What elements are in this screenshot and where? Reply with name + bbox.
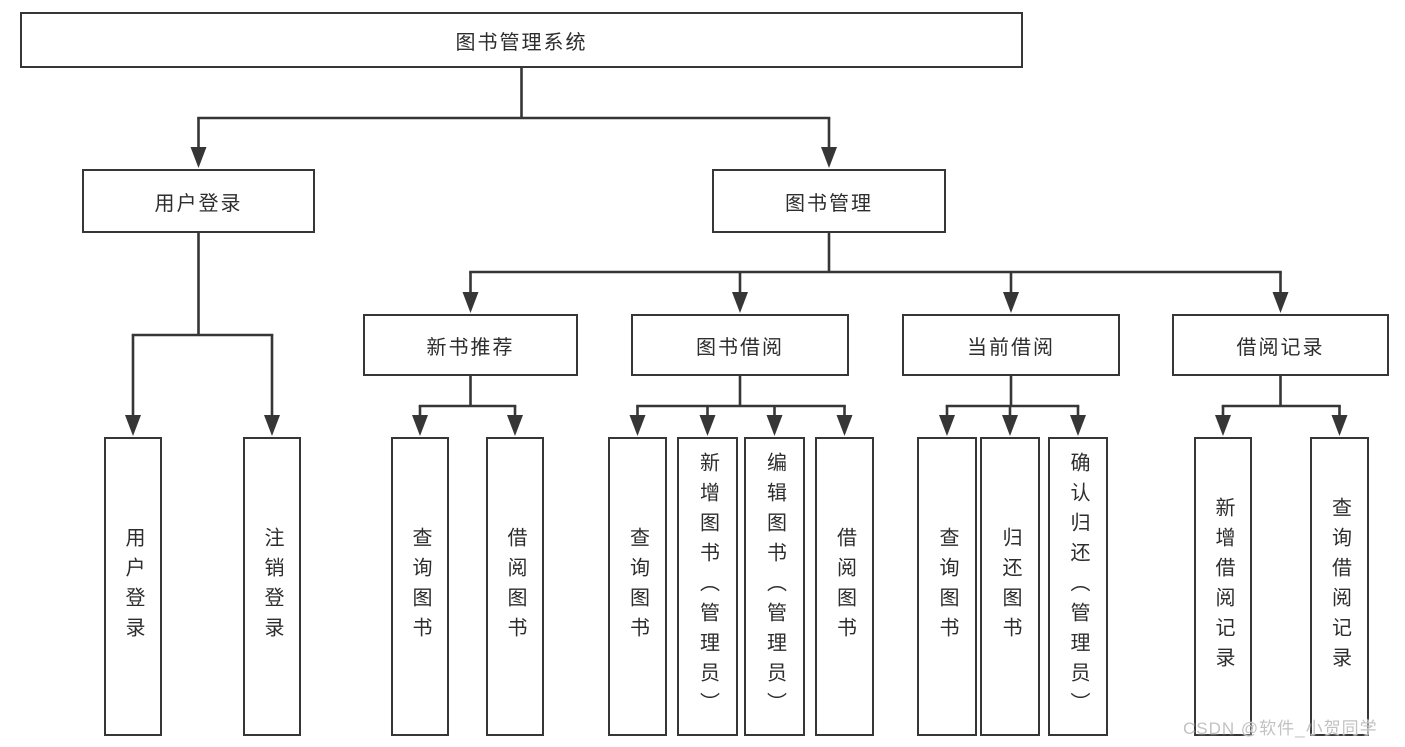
- node-book-mgmt: 图书管理: [712, 169, 946, 233]
- node-v-add-record: 新增借阅记录: [1194, 437, 1252, 736]
- node-label: 编辑图书（管理员）: [763, 451, 786, 722]
- node-label: 新增借阅记录: [1212, 496, 1234, 677]
- node-v-query-book-1: 查询图书: [391, 437, 449, 736]
- node-label: 借阅图书: [833, 526, 856, 647]
- node-v-query-book-2: 查询图书: [608, 437, 667, 736]
- node-v-borrow-book-1: 借阅图书: [486, 437, 544, 736]
- node-v-edit-book: 编辑图书（管理员）: [744, 437, 805, 736]
- node-label: 归还图书: [999, 526, 1021, 647]
- node-label: 借阅记录: [1236, 336, 1325, 359]
- node-v-query-record: 查询借阅记录: [1310, 437, 1369, 736]
- node-label: 查询借阅记录: [1328, 496, 1351, 677]
- node-label: 查询图书: [409, 526, 431, 647]
- node-v-logout: 注销登录: [243, 437, 301, 736]
- node-label: 确认归还（管理员）: [1067, 451, 1089, 722]
- node-book-borrow: 图书借阅: [631, 314, 849, 376]
- node-label: 当前借阅: [967, 336, 1055, 359]
- node-v-add-book: 新增图书（管理员）: [677, 437, 738, 736]
- node-v-confirm-return: 确认归还（管理员）: [1048, 437, 1108, 736]
- node-label: 新书推荐: [426, 336, 515, 359]
- node-label: 新增图书（管理员）: [696, 451, 719, 722]
- node-new-book-rec: 新书推荐: [363, 314, 578, 376]
- node-label: 图书借阅: [696, 336, 784, 359]
- node-v-borrow-book-2: 借阅图书: [815, 437, 874, 736]
- node-label: 借阅图书: [504, 526, 526, 647]
- node-borrow-record: 借阅记录: [1172, 314, 1389, 376]
- node-current-borrow: 当前借阅: [902, 314, 1120, 376]
- node-label: 图书管理系统: [455, 31, 588, 54]
- node-label: 查询图书: [936, 526, 958, 647]
- node-v-user-login: 用户登录: [104, 437, 162, 736]
- node-label: 用户登录: [154, 192, 243, 215]
- watermark-text: CSDN @软件_小贺同学: [1183, 719, 1378, 738]
- node-label: 用户登录: [122, 526, 144, 647]
- node-v-return-book: 归还图书: [980, 437, 1040, 736]
- node-v-query-book-3: 查询图书: [917, 437, 977, 736]
- node-root: 图书管理系统: [20, 12, 1023, 68]
- node-label: 查询图书: [626, 526, 649, 647]
- node-label: 注销登录: [261, 526, 283, 647]
- node-label: 图书管理: [785, 192, 873, 215]
- node-user-login: 用户登录: [82, 169, 315, 233]
